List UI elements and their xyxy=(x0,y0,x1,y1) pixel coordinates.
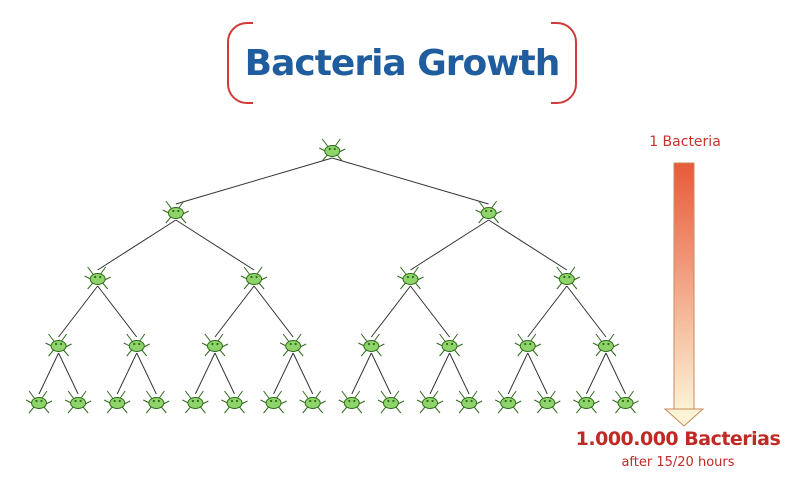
bacterium-icon xyxy=(319,138,346,162)
bacterium-icon xyxy=(358,333,385,357)
bacterium-icon xyxy=(260,390,287,414)
bacterium-icon xyxy=(201,333,229,357)
bacterium-icon xyxy=(573,390,600,414)
bacterium-icon xyxy=(553,266,581,290)
tree-branch-line xyxy=(527,352,548,395)
end-count-label: 1.000.000 Bacterias xyxy=(575,428,781,450)
bacterium-icon xyxy=(534,390,561,414)
tree-branch-line xyxy=(253,285,294,338)
bacterium-icon xyxy=(162,200,190,224)
tree-branch-line xyxy=(605,352,626,395)
tree-branch-line xyxy=(97,285,138,338)
bacterium-icon xyxy=(279,333,307,357)
tree-nodes xyxy=(25,138,639,414)
tree-branch-line xyxy=(214,352,235,395)
tree-branch-line xyxy=(292,352,314,395)
tree-branch-line xyxy=(566,285,607,338)
tree-branch-line xyxy=(410,285,450,338)
bacterium-icon xyxy=(240,266,268,290)
tree-branch-line xyxy=(175,157,333,205)
start-count-label: 1 Bacteria xyxy=(649,134,721,150)
bacterium-icon xyxy=(84,266,111,290)
bacterium-icon xyxy=(397,266,424,290)
bacterium-icon xyxy=(514,333,541,357)
tree-branch-line xyxy=(273,352,294,395)
page-title: Bacteria Growth xyxy=(244,42,561,84)
bacterium-icon xyxy=(64,390,92,414)
tree-branch-line xyxy=(97,219,177,271)
tree-branch-line xyxy=(332,157,489,205)
bacterium-icon xyxy=(103,390,131,414)
tree-branch-line xyxy=(136,352,157,395)
title-box: Bacteria Growth xyxy=(227,20,577,106)
bacterium-icon xyxy=(221,390,248,414)
bacterium-icon xyxy=(123,333,150,357)
tree-branch-line xyxy=(507,352,529,395)
tree-branch-line xyxy=(194,352,216,395)
bacterium-icon xyxy=(592,333,620,357)
bacterium-icon xyxy=(143,390,170,414)
tree-branch-line xyxy=(370,285,411,338)
tree-branch-line xyxy=(585,352,607,395)
tree-branch-line xyxy=(351,352,372,395)
tree-branch-line xyxy=(488,219,568,271)
tree-branch-line xyxy=(175,219,255,271)
bacterium-icon xyxy=(494,390,522,414)
tree-edges xyxy=(38,157,626,395)
bacterium-icon xyxy=(377,390,405,414)
bacterium-icon xyxy=(338,390,366,414)
tree-branch-line xyxy=(58,285,99,338)
tree-branch-line xyxy=(214,285,255,338)
bacterium-icon xyxy=(45,333,72,357)
growth-arrow xyxy=(663,162,705,427)
bacterium-icon xyxy=(436,333,463,357)
bacterium-icon xyxy=(299,390,326,414)
bacterium-icon xyxy=(455,390,483,414)
bacterium-icon xyxy=(25,390,53,414)
tree-branch-line xyxy=(116,352,138,395)
tree-branch-line xyxy=(429,352,451,395)
tree-branch-line xyxy=(38,352,60,395)
bacterium-icon xyxy=(475,200,502,224)
bacterium-icon xyxy=(416,390,444,414)
tree-branch-line xyxy=(449,352,470,395)
bacterium-icon xyxy=(182,390,209,414)
bacterium-icon xyxy=(612,390,639,414)
tree-branch-line xyxy=(58,352,79,395)
tree-branch-line xyxy=(527,285,568,338)
tree-branch-line xyxy=(370,352,392,395)
time-label: after 15/20 hours xyxy=(621,455,735,470)
tree-branch-line xyxy=(410,219,489,271)
